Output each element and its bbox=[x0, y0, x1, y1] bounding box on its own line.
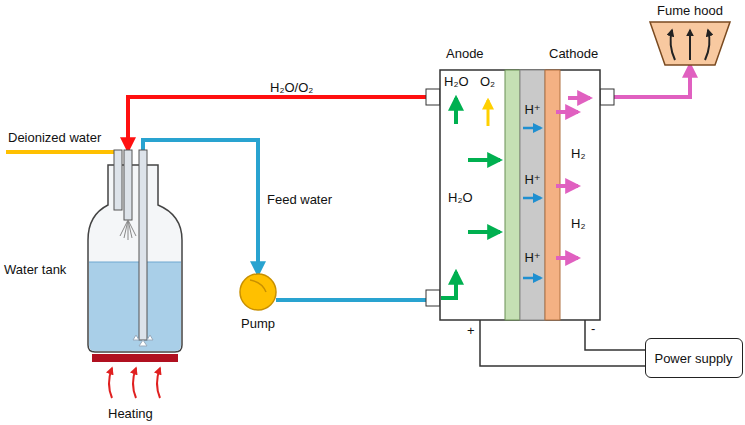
nozzle bbox=[426, 89, 440, 105]
pump-symbol bbox=[240, 274, 276, 310]
node-text: O₂ bbox=[480, 74, 495, 89]
edge-label: Feed water bbox=[265, 192, 334, 207]
node-text: Water tank bbox=[4, 262, 66, 277]
node-text: Fume hood bbox=[657, 3, 723, 18]
pump: Pump bbox=[240, 274, 276, 310]
feed-tube bbox=[139, 150, 147, 340]
heater-plate bbox=[92, 354, 178, 362]
node-text: Anode bbox=[446, 46, 484, 61]
edge-label: H₂O/O₂ bbox=[268, 80, 315, 95]
node-text: Pump bbox=[241, 316, 275, 331]
deionized-water-line bbox=[6, 152, 118, 200]
connector bbox=[276, 298, 440, 302]
node-text: H₂ bbox=[571, 216, 585, 231]
inlet-tube bbox=[114, 150, 122, 210]
node-text: H₂O bbox=[448, 190, 473, 205]
cathode-compartment: CathodeH₂H₂ bbox=[545, 70, 600, 320]
nozzle bbox=[426, 290, 440, 306]
electrolysis-cell bbox=[440, 70, 600, 320]
cathode-electrode bbox=[545, 70, 560, 320]
nozzle bbox=[600, 89, 614, 105]
node-text: H⁺ bbox=[524, 102, 540, 117]
label: - bbox=[591, 321, 595, 336]
fume-hood-shape bbox=[650, 22, 730, 65]
anode-compartment: AnodeH₂OO₂H₂O bbox=[440, 70, 520, 320]
fume-hood: Fume hood bbox=[650, 22, 730, 65]
label: Heating bbox=[108, 406, 153, 421]
power-supply-box: Power supply bbox=[645, 338, 743, 378]
connector bbox=[480, 320, 645, 366]
anode-electrode bbox=[505, 70, 520, 320]
node-text: H⁺ bbox=[524, 250, 540, 265]
connector bbox=[585, 320, 645, 350]
connector bbox=[128, 97, 440, 150]
node-text: Power supply bbox=[654, 351, 732, 366]
water-tank: Water tank bbox=[88, 150, 182, 352]
water-tank-bottle bbox=[88, 165, 182, 352]
return-tube bbox=[124, 150, 132, 220]
label: + bbox=[467, 323, 475, 338]
water bbox=[89, 262, 181, 351]
node-text: H⁺ bbox=[524, 172, 540, 187]
membrane: H⁺ H⁺ H⁺ bbox=[520, 70, 545, 320]
membrane bbox=[520, 70, 545, 320]
node-text: H₂O bbox=[444, 74, 469, 89]
label: Deionized water bbox=[8, 130, 101, 145]
node-text: Cathode bbox=[549, 46, 598, 61]
node-text: H₂ bbox=[571, 146, 585, 161]
